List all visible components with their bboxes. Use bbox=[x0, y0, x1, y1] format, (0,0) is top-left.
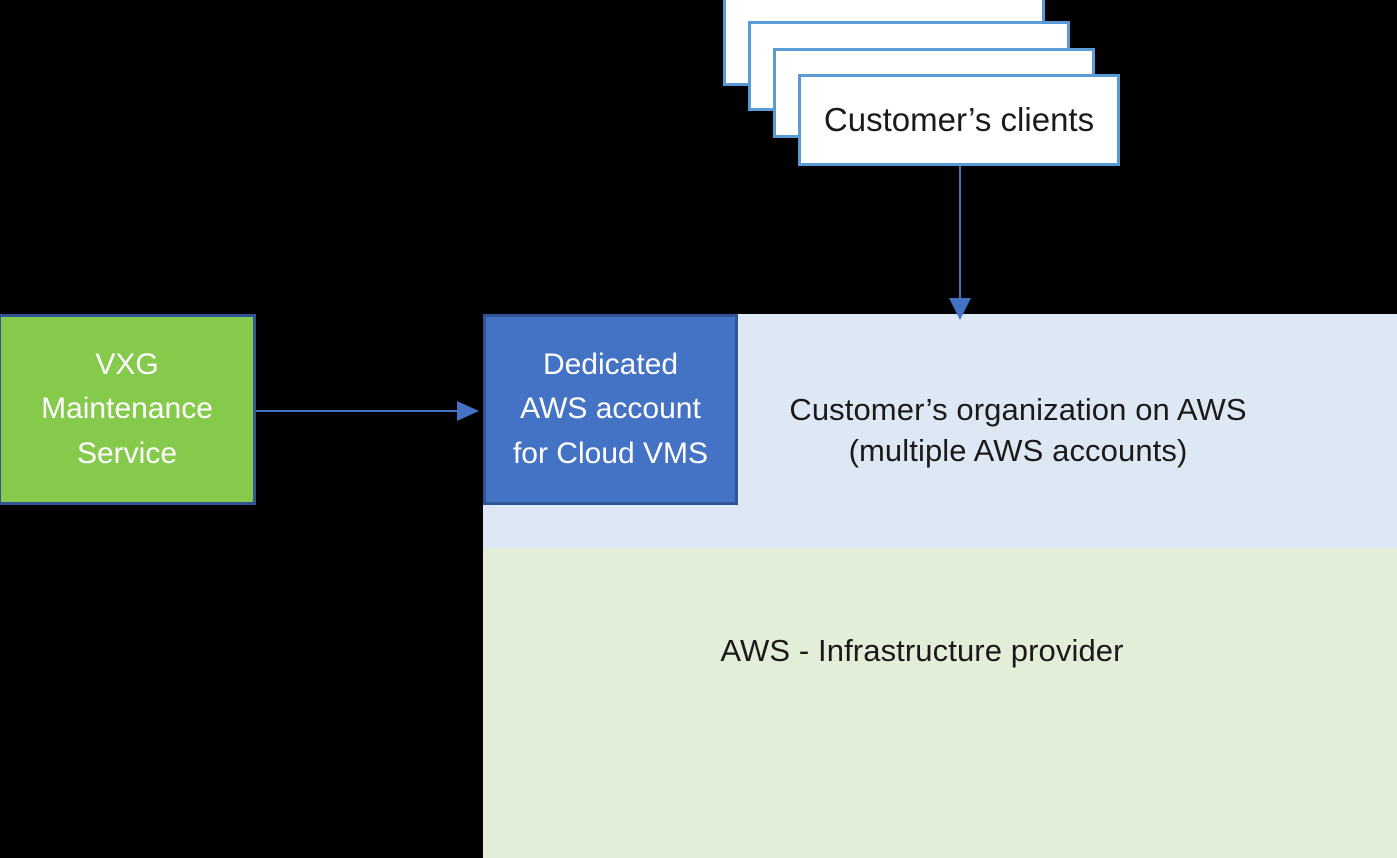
zone-aws-infrastructure-label: AWS - Infrastructure provider bbox=[720, 632, 1124, 668]
client-card-front: Customer’s clients bbox=[798, 74, 1120, 166]
box-vxg-maintenance-service: VXG Maintenance Service bbox=[0, 314, 256, 505]
box-dedicated-aws-account: Dedicated AWS account for Cloud VMS bbox=[483, 314, 738, 505]
connector-clients-to-customer-org-line bbox=[959, 166, 961, 300]
zone-aws-infrastructure: AWS - Infrastructure provider bbox=[483, 548, 1397, 858]
arrow-down-icon bbox=[949, 298, 971, 320]
connector-vxg-to-dedicated-account-line bbox=[256, 410, 459, 412]
arrow-right-icon bbox=[457, 401, 479, 421]
zone-customer-organization-label: Customer’s organization on AWS (multiple… bbox=[789, 392, 1247, 468]
